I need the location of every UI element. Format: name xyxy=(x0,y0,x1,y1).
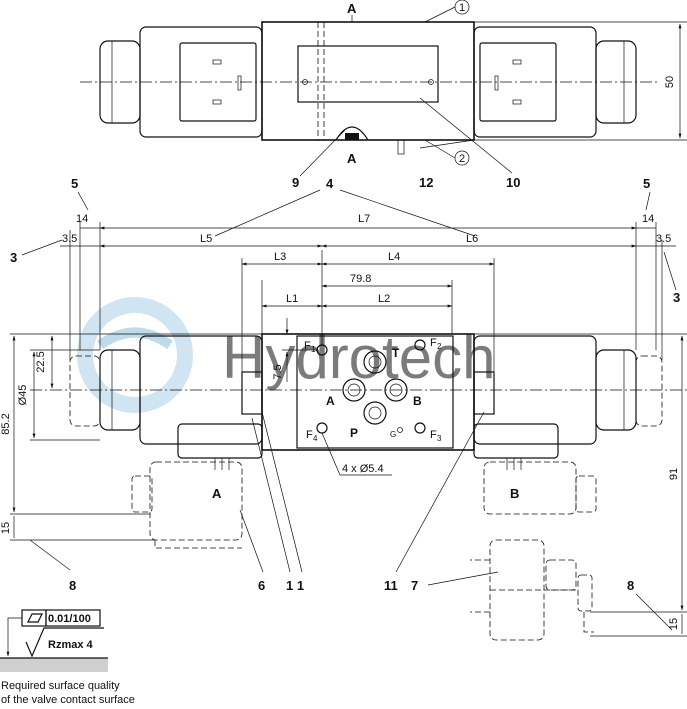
callout-5-left: 5 xyxy=(71,176,78,191)
callout-2: 2 xyxy=(459,153,465,165)
section-mark-top: A xyxy=(347,1,357,16)
callouts: 5 5 4 3 3 8 6 1 1 11 7 8 xyxy=(10,176,680,631)
roughness-value: Rzmax 4 xyxy=(48,639,94,651)
callout-12: 12 xyxy=(419,175,433,190)
section-mark-bottom: A xyxy=(347,151,357,166)
callout-8-left: 8 xyxy=(69,578,76,593)
callout-4: 4 xyxy=(326,176,334,191)
dim-91: 91 xyxy=(668,468,680,480)
surface-spec: 0.01/100 Rzmax 4 xyxy=(0,609,108,672)
hole-f3-sub: 3 xyxy=(437,434,442,443)
surface-note-line-2: of the valve contact surface xyxy=(1,694,135,706)
callout-6: 6 xyxy=(258,578,265,593)
callout-5-right: 5 xyxy=(643,176,650,191)
callout-11-right: 11 xyxy=(384,578,398,593)
dim-22-5: 22.5 xyxy=(35,351,47,372)
surface-note-line-1: Required surface quality xyxy=(1,680,120,692)
top-view: 50 A A 1 2 9 12 10 xyxy=(80,0,687,190)
callout-3-left: 3 xyxy=(10,250,17,265)
dim-14-left: 14 xyxy=(76,213,88,225)
flatness-value: 0.01/100 xyxy=(48,613,91,625)
hole-f2-label: F xyxy=(430,337,437,349)
dimension-lines: L7 14 14 L5 L6 3.5 3.5 L3 L4 79.8 L1 L2 … xyxy=(0,213,687,637)
holes-label: 4 x Ø5.4 xyxy=(342,463,384,475)
dim-3-5-left: 3.5 xyxy=(62,233,77,245)
hole-f4-label: F xyxy=(306,429,313,441)
dim-l6: L6 xyxy=(466,233,478,245)
dim-15-right: 15 xyxy=(668,618,680,630)
hole-f4-sub: 4 xyxy=(313,434,318,443)
dim-79-8: 79.8 xyxy=(350,273,371,285)
dim-l2: L2 xyxy=(378,293,390,305)
callout-11-left: 1 1 xyxy=(286,578,304,593)
hole-f1-sub: 1 xyxy=(311,345,316,354)
dim-7-5: 7.5 xyxy=(272,364,284,379)
dim-l7: L7 xyxy=(358,213,370,225)
port-b-label: B xyxy=(413,394,422,408)
port-t-label: T xyxy=(392,346,400,360)
rotated-plug-detail xyxy=(470,539,594,641)
hole-f3-label: F xyxy=(430,429,437,441)
dim-l4: L4 xyxy=(388,251,400,263)
hole-f2-sub: 2 xyxy=(437,342,442,351)
locating-pin-g-label: G xyxy=(390,430,396,439)
callout-3-right: 3 xyxy=(673,290,680,305)
top-view-extras xyxy=(419,139,475,149)
hole-f1-label: F xyxy=(304,340,311,352)
callout-10: 10 xyxy=(506,175,520,190)
dim-85-2: 85.2 xyxy=(0,413,12,434)
dim-15-left: 15 xyxy=(0,522,12,534)
port-a-label: A xyxy=(326,394,335,408)
dim-d45: Ø45 xyxy=(17,385,29,406)
dim-l3: L3 xyxy=(274,251,286,263)
solenoid-a-label: A xyxy=(212,486,222,501)
solenoid-b-label: B xyxy=(510,486,519,501)
callout-1: 1 xyxy=(459,2,465,14)
dim-14-right: 14 xyxy=(642,213,654,225)
callout-7: 7 xyxy=(411,578,418,593)
port-p-label: P xyxy=(350,426,358,440)
height-dim-50: 50 xyxy=(664,76,676,88)
dim-3-5-right: 3.5 xyxy=(656,233,671,245)
callout-9: 9 xyxy=(292,175,299,190)
dim-l5: L5 xyxy=(200,233,212,245)
callout-8-right: 8 xyxy=(627,578,634,593)
front-view: T A B P F 1 F 2 F 3 F 4 G 4 x Ø5.4 A B xyxy=(30,333,687,549)
dim-l1: L1 xyxy=(286,293,298,305)
